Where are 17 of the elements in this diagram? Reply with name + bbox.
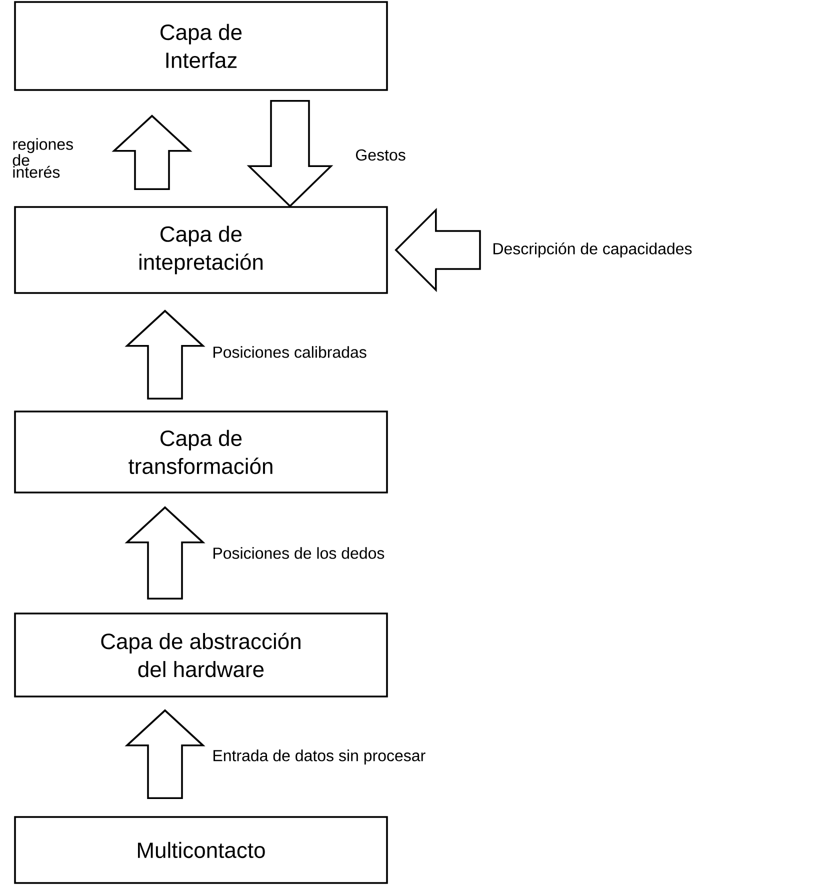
layer-box: Multicontacto xyxy=(14,816,388,884)
edge-label: Gestos xyxy=(356,149,406,161)
block-arrow xyxy=(124,310,206,400)
edge-label: Descripción de capacidades xyxy=(494,242,692,258)
block-arrow xyxy=(394,208,481,292)
edge-label: Posiciones de los dedos xyxy=(214,547,384,559)
edge-label: regiones de interés xyxy=(12,138,73,178)
block-arrow xyxy=(112,114,192,190)
layer-box: Capa de Interfaz xyxy=(14,1,388,91)
edge-label: Entrada de datos sin procesar xyxy=(214,750,426,764)
block-arrow xyxy=(246,100,334,208)
block-arrow xyxy=(124,506,206,600)
edge-label: Posiciones calibradas xyxy=(214,346,366,358)
block-arrow xyxy=(124,709,206,799)
layer-box: Capa de intepretación xyxy=(14,206,388,294)
layer-box: Capa de abstracción del hardware xyxy=(14,612,388,698)
layer-box: Capa de transformación xyxy=(14,410,388,494)
